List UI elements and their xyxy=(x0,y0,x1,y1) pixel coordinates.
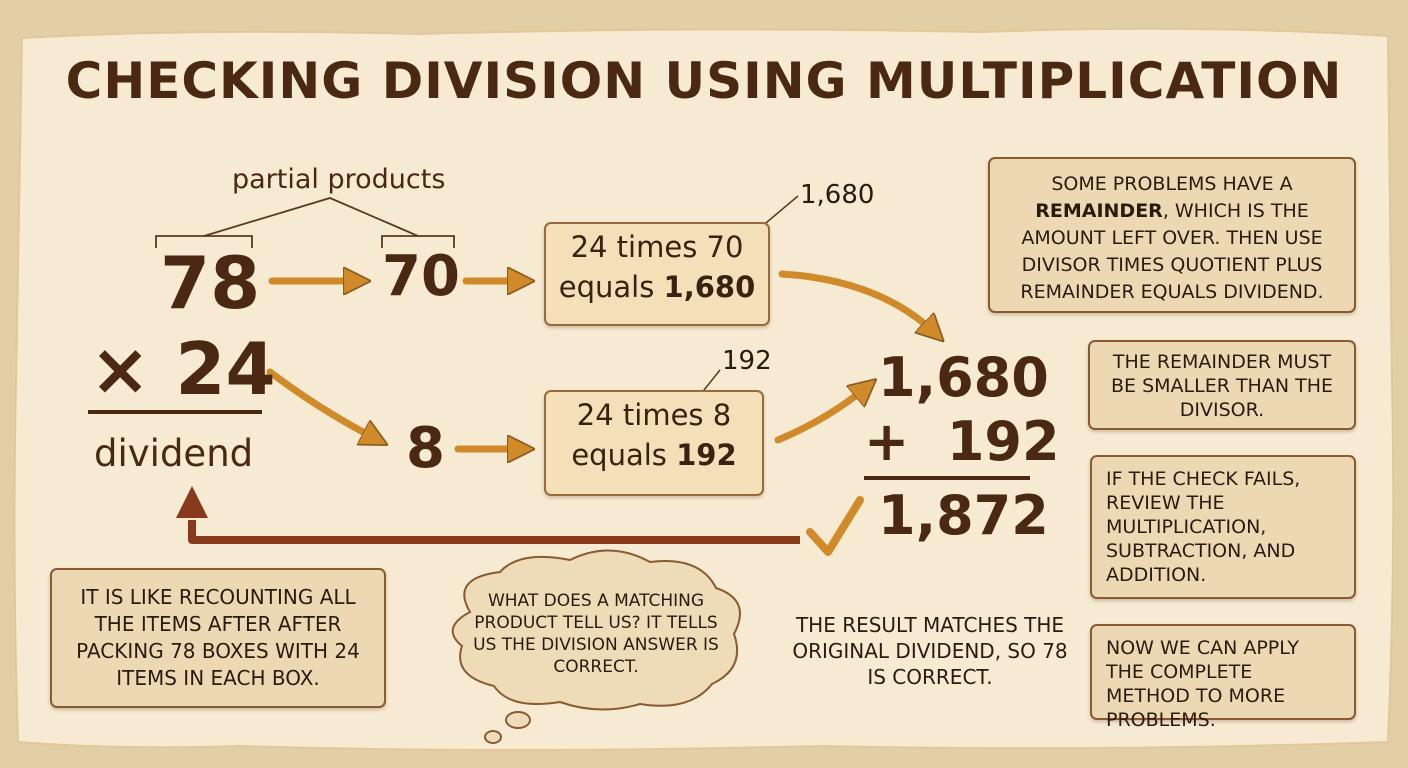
callout-1680: 1,680 xyxy=(800,180,875,210)
tens-partial: 70 xyxy=(382,244,460,309)
note-remainder-smaller: THE REMAINDER MUST BE SMALLER THAN THE D… xyxy=(1088,340,1356,430)
calc-tens-value: 1,680 xyxy=(663,270,756,304)
partial-products-bracket xyxy=(155,197,455,248)
note-remainder-pre: SOME PROBLEMS HAVE A xyxy=(1051,173,1293,195)
check-mark-icon xyxy=(806,496,864,556)
calc-ones-line2: equals 192 xyxy=(546,435,762,475)
sum-addend-192: + 192 xyxy=(864,410,1060,473)
calc-ones-equals: equals xyxy=(571,438,677,472)
calc-box-tens: 24 times 70 equals 1,680 xyxy=(544,222,770,326)
sum-total: 1,872 xyxy=(878,484,1049,547)
calc-box-ones: 24 times 8 equals 192 xyxy=(544,390,764,496)
sum-addend-1680: 1,680 xyxy=(878,346,1049,409)
ones-partial: 8 xyxy=(406,416,445,481)
quotient-number: 78 xyxy=(160,241,261,325)
note-check-fails: IF THE CHECK FAILS, REVIEW THE MULTIPLIC… xyxy=(1090,455,1356,599)
note-remainder-bold: REMAINDER xyxy=(1035,200,1163,222)
note-recounting: IT IS LIKE RECOUNTING ALL THE ITEMS AFTE… xyxy=(50,568,386,708)
calc-tens-equals: equals xyxy=(558,270,664,304)
calc-ones-line1: 24 times 8 xyxy=(576,398,732,432)
multiplication-underline xyxy=(88,410,262,414)
note-apply-method: NOW WE CAN APPLY THE COMPLETE METHOD TO … xyxy=(1090,624,1356,731)
flow-arrows xyxy=(266,274,936,449)
note-remainder-post: , WHICH IS THE AMOUNT LEFT OVER. THEN US… xyxy=(1020,200,1324,303)
callout-192: 192 xyxy=(722,346,772,376)
calc-tens-line2: equals 1,680 xyxy=(546,267,768,307)
partial-products-label: partial products xyxy=(232,164,446,195)
note-remainder: SOME PROBLEMS HAVE A REMAINDER, WHICH IS… xyxy=(988,157,1356,313)
sum-underline xyxy=(864,476,1030,480)
calc-tens-line1: 24 times 70 xyxy=(570,230,744,264)
return-arrow xyxy=(176,486,800,544)
calc-ones-value: 192 xyxy=(676,438,737,472)
dividend-label: dividend xyxy=(94,432,254,475)
result-text: THE RESULT MATCHES THE ORIGINAL DIVIDEND… xyxy=(792,613,1068,689)
thought-bubble-text: WHAT DOES A MATCHING PRODUCT TELL US? IT… xyxy=(473,591,719,677)
divisor-line: × 24 xyxy=(90,327,276,411)
page-title: CHECKING DIVISION USING MULTIPLICATION xyxy=(65,52,1343,110)
thought-bubble xyxy=(451,549,741,744)
